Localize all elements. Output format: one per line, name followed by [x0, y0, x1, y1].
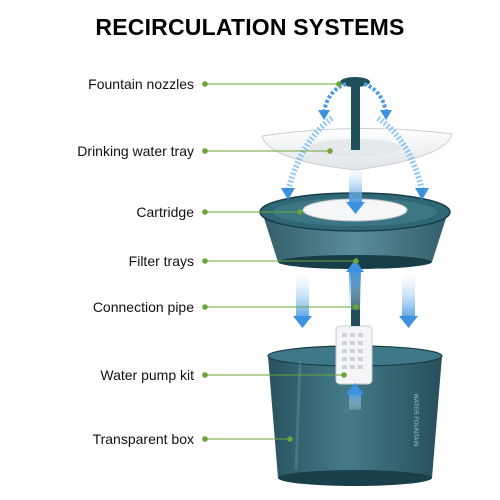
box-engraving: WATER FOUNTAIN: [412, 394, 418, 447]
